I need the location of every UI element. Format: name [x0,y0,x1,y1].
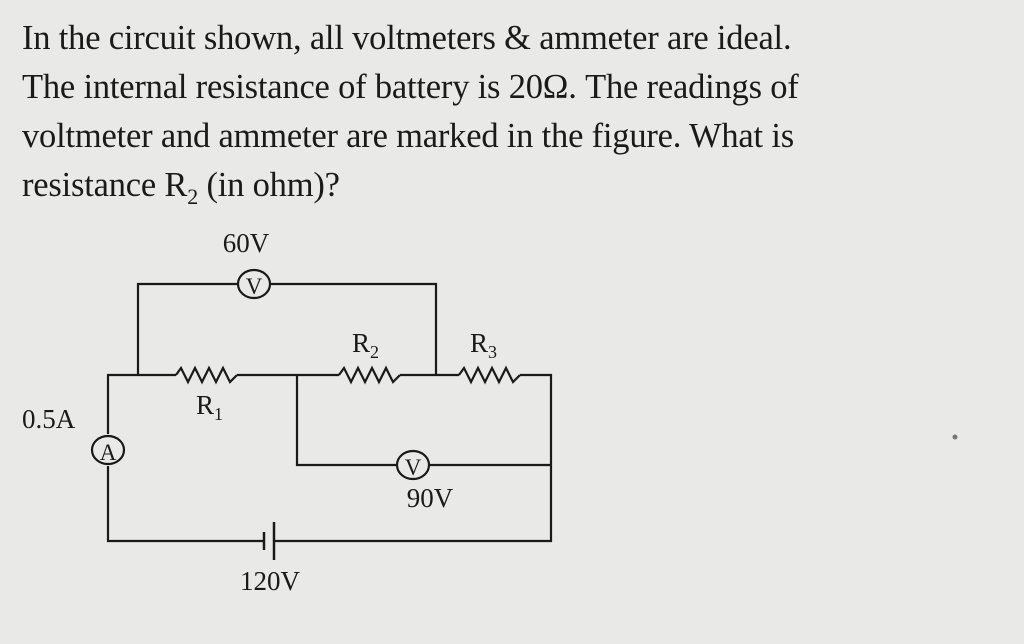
bottom-voltmeter-symbol: V [405,455,422,480]
question-text: In the circuit shown, all voltmeters & a… [22,14,1012,221]
wires [106,282,553,543]
resistor-r3 [458,365,521,385]
resistor-r2 [338,365,401,385]
bottom-voltmeter-reading: 90V [407,483,454,513]
top-voltmeter-symbol: V [246,274,263,299]
question-line-3: voltmeter and ammeter are marked in the … [22,117,794,155]
resistor-r1 [175,365,238,385]
top-voltmeter [236,268,272,300]
top-voltmeter-reading: 60V [223,228,270,258]
battery [262,522,276,560]
question-line-1: In the circuit shown, all voltmeters & a… [22,19,792,57]
question-line-2: The internal resistance of battery is 20… [22,68,799,106]
paper-speck [952,434,958,440]
battery-emf: 120V [240,566,301,596]
bottom-voltmeter [395,449,431,481]
question-line-4: resistance R2 (in ohm)? [22,166,340,209]
r1-label: R1 [196,390,223,424]
ammeter [90,434,126,466]
ammeter-symbol: A [100,440,117,465]
r2-label: R2 [352,328,379,362]
r3-label: R3 [470,328,497,362]
ammeter-reading: 0.5A [22,404,76,434]
